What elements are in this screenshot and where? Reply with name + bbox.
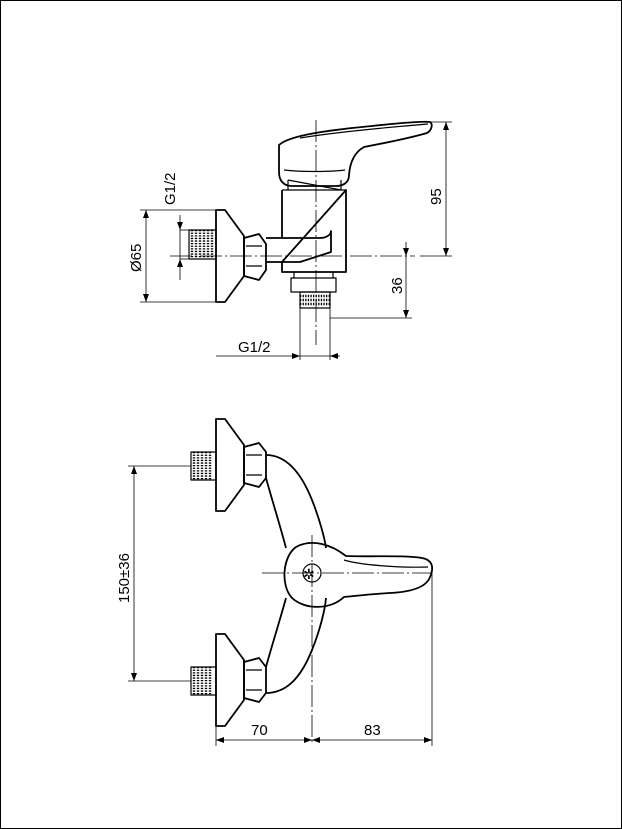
dim-depth: 70 83 [215, 573, 433, 746]
dim-g12-bottom-label: G1/2 [238, 339, 271, 356]
dim-g12-side: G1/2 [162, 172, 190, 280]
top-arm-upper-outer [265, 454, 327, 549]
dim-depth-83-label: 83 [364, 722, 381, 739]
top-hub-circle [302, 563, 322, 583]
dim-spacing: 150±36 [116, 465, 191, 682]
dim-g12-bottom: G1/2 [216, 308, 340, 360]
top-arm-lower-outer [265, 597, 327, 694]
dim-spacing-label: 150±36 [116, 553, 133, 603]
side-wall-thread [188, 229, 217, 260]
top-union-nut-upper [243, 442, 267, 488]
top-hub-indicator-icon: ✲ [303, 567, 315, 583]
top-arm-upper-inner [265, 477, 287, 549]
top-arm-lower-inner [265, 597, 287, 668]
side-outlet-thread [299, 291, 331, 309]
dim-height-95: 95 [420, 121, 452, 257]
top-view: ✲ 150±36 70 83 [116, 418, 434, 746]
top-rosette-lower [215, 633, 245, 727]
dim-height-36-label: 36 [389, 277, 406, 294]
dim-height-95-label: 95 [428, 188, 445, 205]
side-lever-handle [278, 120, 433, 187]
dim-diameter-label: Ø65 [128, 244, 145, 272]
dim-height-36: 36 [330, 242, 412, 319]
side-connecting-arm [266, 230, 332, 263]
top-rosette-upper [215, 418, 245, 512]
top-lever-handle [283, 542, 434, 608]
dim-depth-70-label: 70 [251, 722, 268, 739]
side-outlet-housing [290, 277, 337, 293]
side-union-nut [243, 233, 267, 281]
dim-diameter: Ø65 [128, 209, 216, 303]
side-mixer-body [281, 189, 347, 273]
dim-g12-side-label: G1/2 [162, 172, 179, 205]
side-view: G1/2 Ø65 G1/2 95 [128, 120, 452, 360]
top-union-nut-lower [243, 657, 267, 703]
